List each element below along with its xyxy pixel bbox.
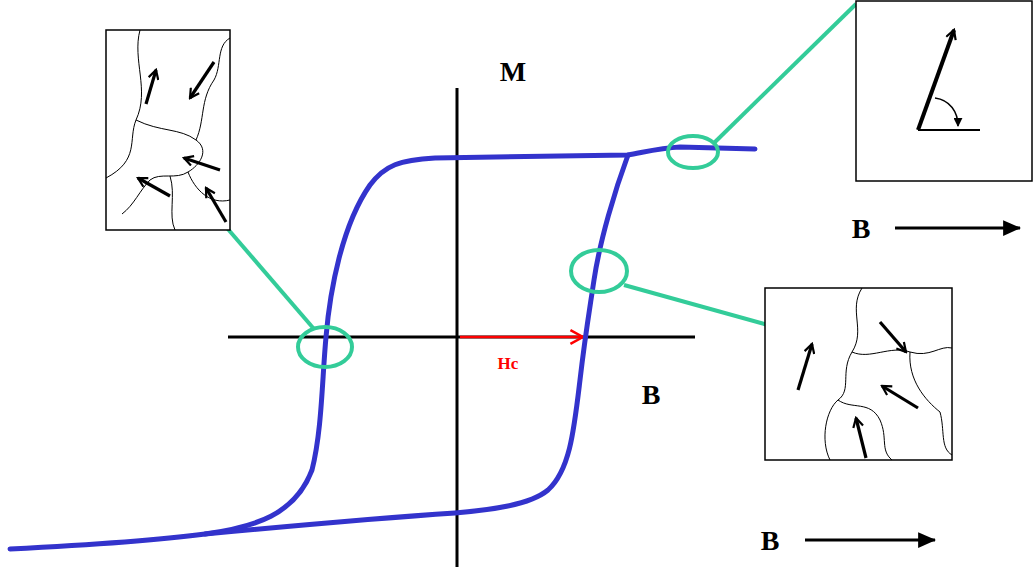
leader-line — [624, 285, 768, 325]
axis-label: B — [642, 381, 661, 409]
field-arrow — [805, 539, 935, 542]
coercivity-label: Hc — [498, 355, 519, 372]
field-label: B — [761, 527, 780, 555]
b-axis — [228, 336, 695, 339]
leader-line — [714, 4, 856, 143]
field-arrow — [895, 227, 1020, 230]
coercivity-arrow — [460, 336, 583, 339]
highlight-circle — [298, 327, 352, 367]
axis-label: M — [500, 58, 526, 86]
highlight-circle — [571, 250, 627, 292]
leader-line — [227, 228, 314, 329]
highlight-circle — [668, 136, 718, 168]
field-label: B — [852, 215, 871, 243]
hysteresis-lower-branch — [205, 155, 628, 534]
saturation-inset — [856, 1, 1032, 181]
domain-inset — [106, 30, 230, 230]
domain-inset — [765, 288, 952, 460]
